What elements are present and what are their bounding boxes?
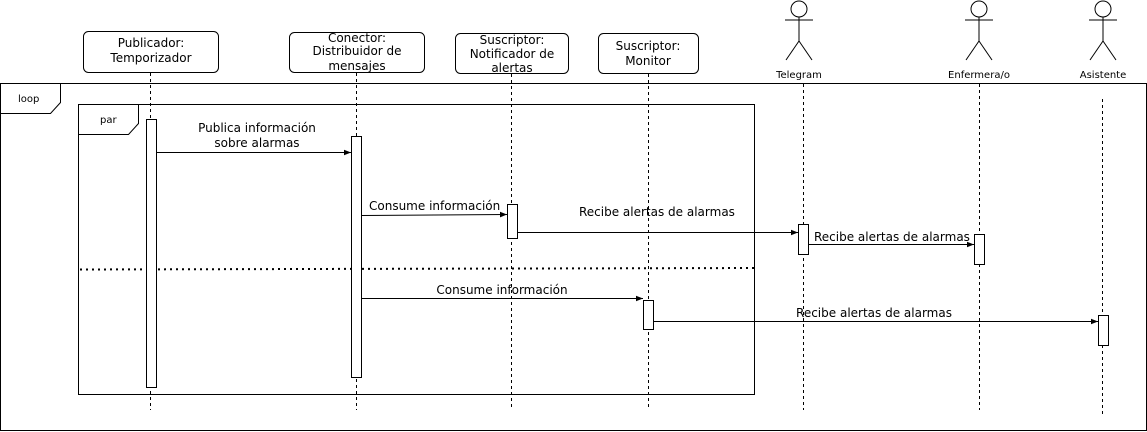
message-consume-notificador: Consume información xyxy=(361,199,508,218)
activations xyxy=(146,119,1109,388)
par-fragment: par xyxy=(78,104,756,395)
message-publica: Publica información sobre alarmas xyxy=(157,121,351,156)
par-label: par xyxy=(100,115,117,126)
participant-conector-line2: Distribuidor de xyxy=(312,44,401,58)
actor-asistente: Asistente xyxy=(1080,0,1127,81)
message-consume-monitor-label: Consume información xyxy=(436,283,567,297)
participant-notificador: Suscriptor: Notificador de alertas xyxy=(455,33,569,75)
loop-label: loop xyxy=(18,94,39,105)
actor-enfermera: Enfermera/o xyxy=(948,0,1010,81)
participant-monitor-line1: Suscriptor: xyxy=(616,39,681,53)
participant-notificador-line1: Suscriptor: xyxy=(480,33,545,47)
message-recibe-telegram: Recibe alertas de alarmas xyxy=(518,205,798,236)
activation-monitor xyxy=(643,300,654,330)
message-consume-monitor: Consume información xyxy=(362,283,643,302)
message-recibe-enfermera-label: Recibe alertas de alarmas xyxy=(814,230,970,244)
participant-publicador-line1: Publicador: xyxy=(118,36,185,50)
message-publica-line1: Publica información xyxy=(198,121,316,135)
actor-enfermera-label: Enfermera/o xyxy=(948,70,1010,81)
actor-telegram-label: Telegram xyxy=(775,70,822,81)
par-operand-separator xyxy=(79,267,756,271)
activation-enfermera xyxy=(974,234,985,265)
participant-monitor: Suscriptor: Monitor xyxy=(598,33,699,74)
participant-conector: Conector: Distribuidor de mensajes xyxy=(289,31,425,73)
activation-conector xyxy=(351,136,362,378)
activation-publicador xyxy=(146,119,157,388)
activation-notificador xyxy=(507,204,518,239)
message-recibe-asistente-label: Recibe alertas de alarmas xyxy=(796,306,952,320)
participant-notificador-line2: Notificador de xyxy=(470,47,555,61)
message-recibe-enfermera: Recibe alertas de alarmas xyxy=(809,230,974,248)
message-publica-line2: sobre alarmas xyxy=(214,136,299,150)
participant-publicador: Publicador: Temporizador xyxy=(83,31,219,73)
participant-conector-line1: Conector: xyxy=(328,31,386,45)
message-recibe-telegram-label: Recibe alertas de alarmas xyxy=(579,205,735,219)
message-consume-notificador-label: Consume información xyxy=(369,199,500,213)
actor-telegram: Telegram xyxy=(775,0,822,81)
participant-conector-line3: mensajes xyxy=(328,59,385,73)
activation-telegram xyxy=(798,224,809,255)
activation-asistente xyxy=(1098,315,1109,346)
participant-notificador-line3: alertas xyxy=(491,61,532,75)
participant-monitor-line2: Monitor xyxy=(625,54,671,68)
message-recibe-asistente: Recibe alertas de alarmas xyxy=(654,306,1098,325)
actor-asistente-label: Asistente xyxy=(1080,70,1127,81)
participant-publicador-line2: Temporizador xyxy=(109,51,191,65)
